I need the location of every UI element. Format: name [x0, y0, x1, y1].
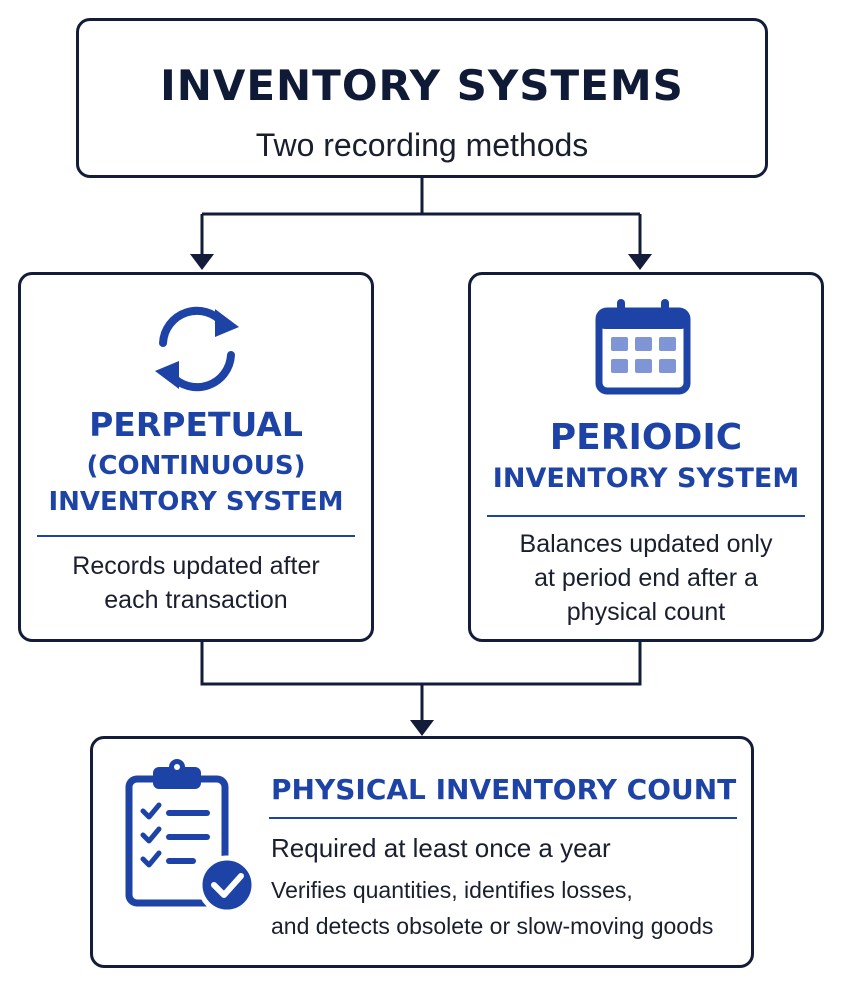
periodic-heading-1: PERIODIC: [549, 417, 743, 458]
periodic-desc-line-1: Balances updated only: [519, 530, 773, 558]
physical-count-line-1: Required at least once a year: [271, 833, 611, 863]
perpetual-heading-1: PERPETUAL: [89, 405, 303, 444]
periodic-desc-line-2: at period end after a: [534, 564, 758, 592]
page-title: INVENTORY SYSTEMS: [160, 61, 684, 110]
perpetual-divider: [37, 535, 355, 537]
periodic-description: Balances updated only at period end afte…: [471, 527, 821, 629]
perpetual-heading-2: (CONTINUOUS): [86, 451, 306, 481]
page-subtitle: Two recording methods: [255, 127, 589, 163]
physical-count-heading: PHYSICAL INVENTORY COUNT: [271, 773, 737, 806]
physical-count-line-2: Verifies quantities, identifies losses,: [271, 877, 633, 903]
arrow-head-left: [190, 254, 214, 270]
header-box: INVENTORY SYSTEMS Two recording methods: [76, 18, 768, 178]
perpetual-heading-3: INVENTORY SYSTEM: [48, 487, 344, 517]
refresh-cycle-icon: [155, 306, 239, 392]
perpetual-box: PERPETUAL (CONTINUOUS) INVENTORY SYSTEM …: [18, 272, 374, 642]
perpetual-desc-line-1: Records updated after: [72, 552, 320, 580]
split-connector: [200, 176, 642, 258]
periodic-desc-line-3: physical count: [566, 598, 726, 626]
perpetual-description: Records updated after each transaction: [21, 549, 371, 617]
physical-count-box: PHYSICAL INVENTORY COUNT Required at lea…: [90, 736, 754, 968]
perpetual-desc-line-2: each transaction: [104, 586, 288, 614]
periodic-box: PERIODIC INVENTORY SYSTEM Balances updat…: [468, 272, 824, 642]
periodic-divider: [487, 515, 805, 517]
physical-count-divider: [269, 817, 737, 819]
calendar-icon: [595, 299, 691, 395]
physical-count-line-3: and detects obsolete or slow-moving good…: [271, 913, 714, 939]
arrow-head-right: [628, 254, 652, 270]
arrow-head-bottom: [410, 720, 434, 736]
merge-connector: [200, 640, 642, 725]
periodic-heading-2: INVENTORY SYSTEM: [492, 463, 800, 494]
clipboard-check-icon: [125, 759, 257, 915]
